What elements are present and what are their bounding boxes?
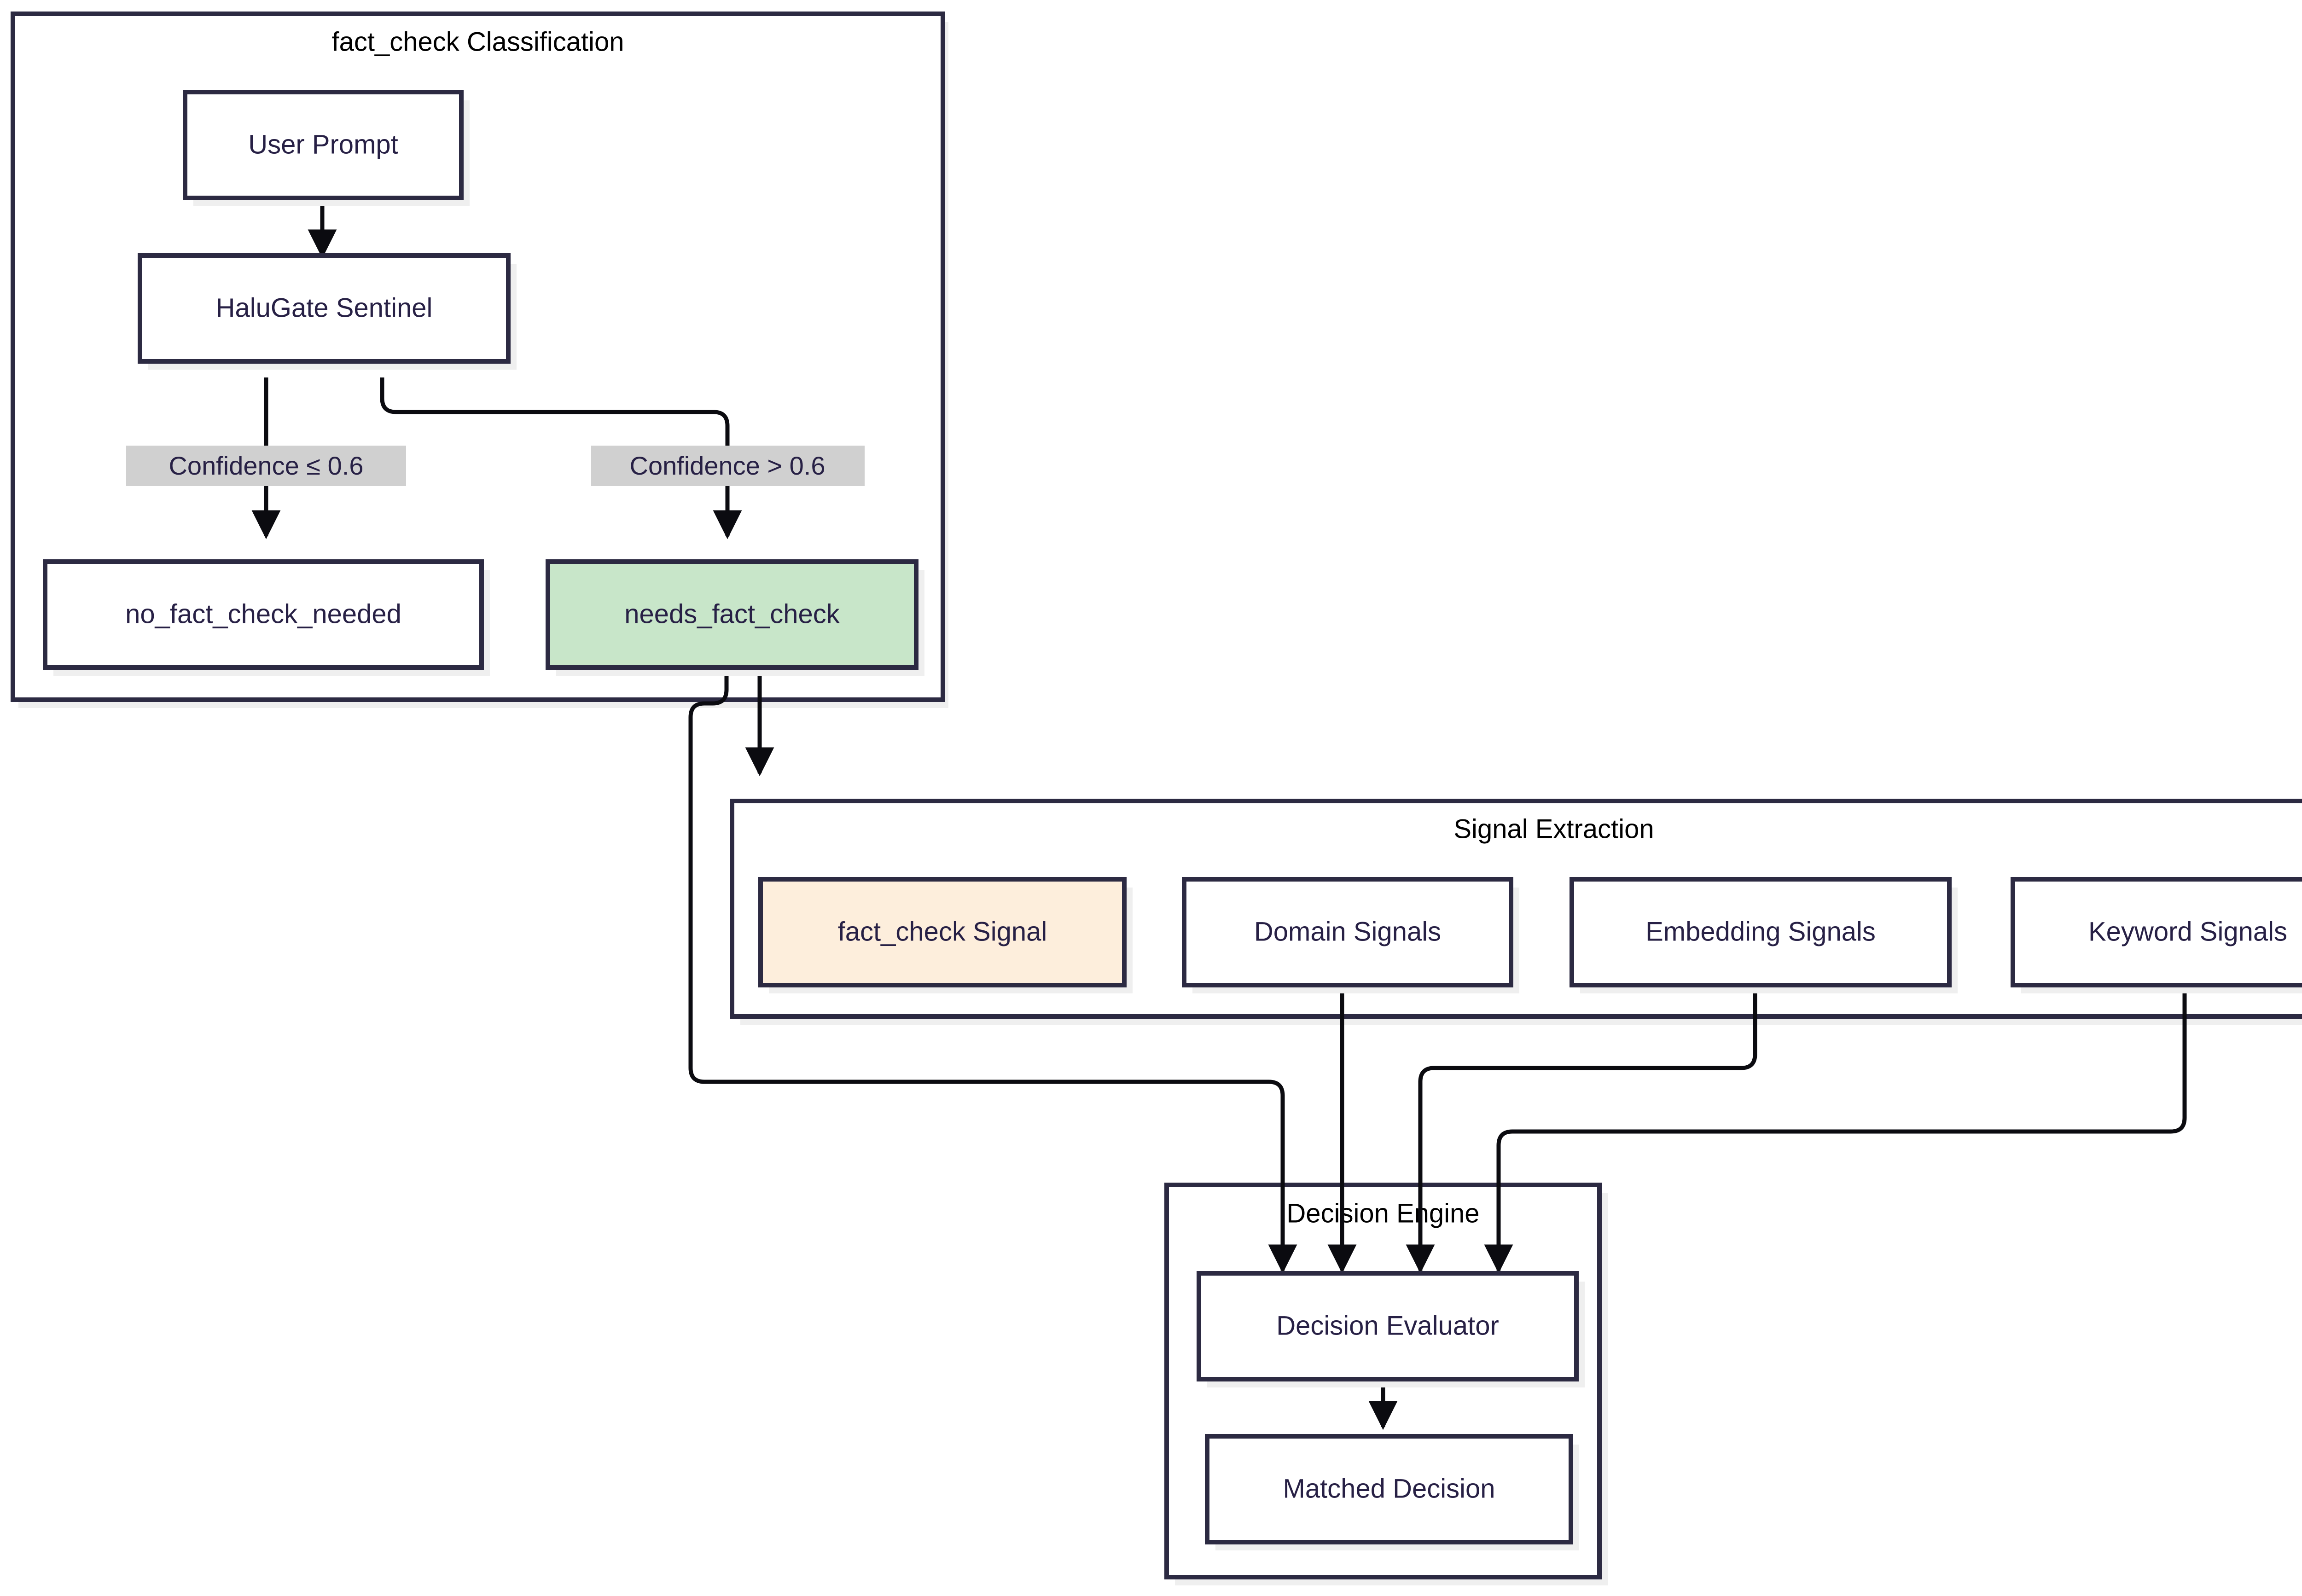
node-decision-evaluator-box[interactable] [1197,1271,1579,1381]
node-halugate-sentinel-box[interactable] [138,253,511,364]
node-domain-signals-label: Domain Signals [1254,917,1441,946]
node-user-prompt-box[interactable] [183,90,464,200]
node-matched-decision[interactable]: Matched Decision [1205,1434,1579,1550]
node-user-prompt[interactable]: User Prompt [183,90,470,206]
subgraph-signal-extraction-title: Signal Extraction [1453,814,1654,844]
node-needs-fact-check[interactable]: needs_fact_check [546,559,924,676]
edge-label-layer: Confidence ≤ 0.6 Confidence > 0.6 [126,446,865,486]
subgraph-decision-engine-title: Decision Engine [1286,1198,1479,1228]
node-fact-check-signal-box[interactable] [758,877,1127,987]
node-decision-evaluator-label: Decision Evaluator [1276,1311,1499,1341]
node-decision-evaluator[interactable]: Decision Evaluator [1197,1271,1585,1387]
node-keyword-signals-box[interactable] [2011,877,2302,987]
node-domain-signals[interactable]: Domain Signals [1182,877,1519,993]
edge-needs-fact-check-to-fact-check-signal [688,667,1297,1274]
edge-label-low-confidence-bg [126,446,406,486]
edge-label-high-confidence-bg [591,446,865,486]
node-halugate-sentinel-label: HaluGate Sentinel [216,293,433,323]
node-embedding-signals[interactable]: Embedding Signals [1570,877,1958,993]
node-needs-fact-check-box[interactable] [546,559,918,670]
edge-embedding-signals-to-decision-evaluator [1406,970,1757,1274]
edge-label-low-confidence: Confidence ≤ 0.6 [169,451,363,480]
edge-keyword-signals-to-decision-evaluator [1484,970,2187,1274]
edge-halugate-to-needs-fact-check [380,377,742,540]
node-embedding-signals-label: Embedding Signals [1645,917,1876,946]
subgraph-classification-title: fact_check Classification [331,27,624,57]
node-halugate-sentinel[interactable]: HaluGate Sentinel [138,253,517,370]
node-embedding-signals-box[interactable] [1570,877,1952,987]
node-keyword-signals-label: Keyword Signals [2088,917,2287,946]
node-user-prompt-label: User Prompt [248,129,398,159]
node-no-fact-check-needed-label: no_fact_check_needed [125,599,401,629]
node-keyword-signals[interactable]: Keyword Signals [2011,877,2302,993]
node-matched-decision-box[interactable] [1205,1434,1573,1544]
node-fact-check-signal[interactable]: fact_check Signal [758,877,1133,993]
node-matched-decision-label: Matched Decision [1283,1474,1495,1503]
node-no-fact-check-needed[interactable]: no_fact_check_needed [43,559,490,676]
node-domain-signals-box[interactable] [1182,877,1513,987]
edge-label-high-confidence: Confidence > 0.6 [630,451,825,480]
node-no-fact-check-needed-box[interactable] [43,559,484,670]
node-fact-check-signal-label: fact_check Signal [838,917,1047,946]
node-needs-fact-check-label: needs_fact_check [624,599,840,629]
